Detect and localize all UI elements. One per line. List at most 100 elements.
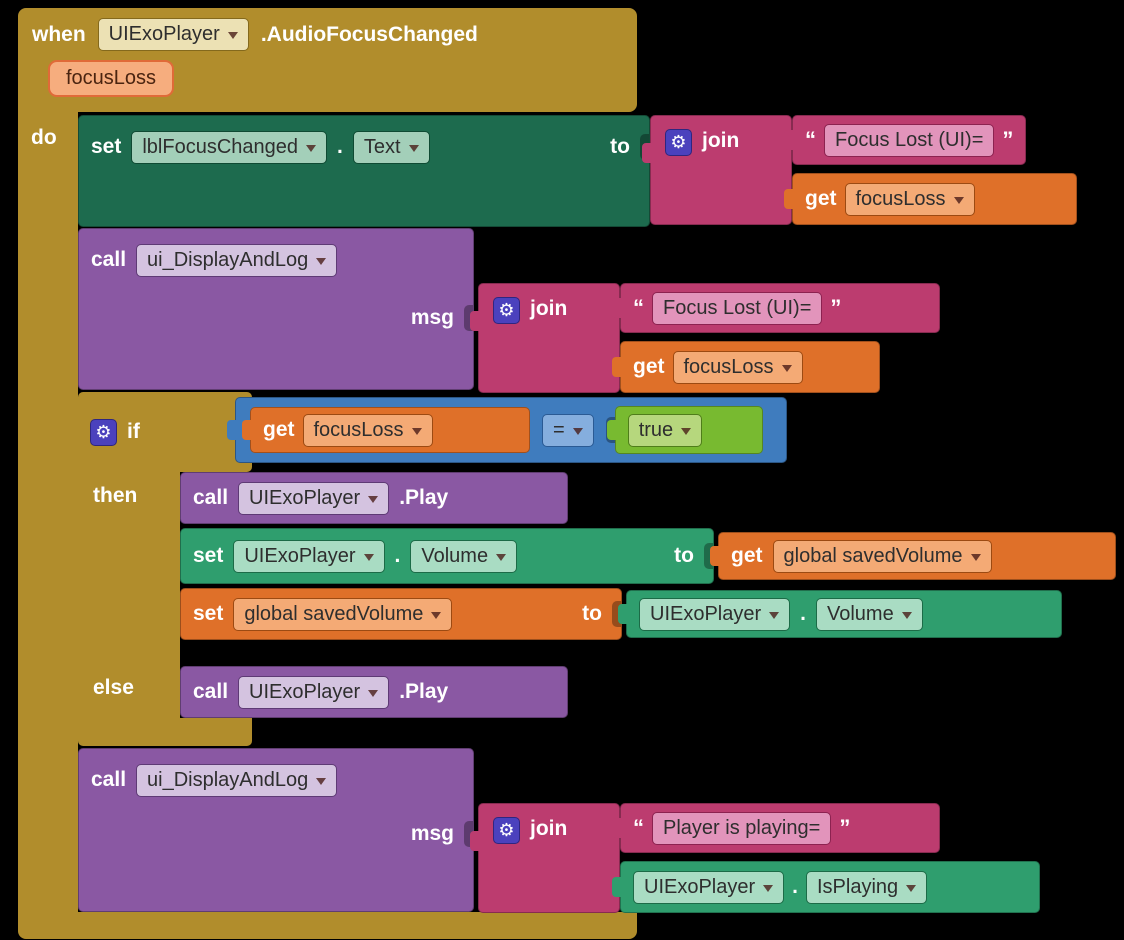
if-block-header[interactable]: ⚙ if bbox=[78, 392, 252, 472]
variable-dropdown[interactable]: focusLoss bbox=[844, 182, 975, 216]
event-param-chip[interactable]: focusLoss bbox=[48, 60, 175, 97]
procedure-dropdown[interactable]: ui_DisplayAndLog bbox=[136, 763, 338, 797]
set-lblfocuschanged-text-block[interactable]: set lblFocusChanged . Text to bbox=[78, 115, 650, 227]
component-dropdown[interactable]: UIExoPlayer bbox=[97, 18, 249, 51]
if-block-spine[interactable]: then else bbox=[78, 472, 180, 718]
msg-arg-label: msg bbox=[410, 822, 454, 845]
string-value-chip[interactable]: Focus Lost (UI)= bbox=[652, 291, 823, 325]
then-label: then bbox=[93, 484, 138, 507]
plug-connector bbox=[612, 298, 622, 318]
component-dropdown[interactable]: UIExoPlayer bbox=[233, 539, 385, 573]
join-block[interactable]: ⚙ join “ Focus Lost (UI)= ” get focusLos… bbox=[642, 115, 1077, 225]
call-component-method-block[interactable]: call UIExoPlayer .Play bbox=[180, 666, 568, 718]
set-keyword: set bbox=[91, 135, 122, 158]
component-property-getter-block[interactable]: UIExoPlayer . Volume bbox=[618, 590, 1062, 638]
call-component-method-block[interactable]: call UIExoPlayer .Play bbox=[180, 472, 568, 524]
get-variable-block[interactable]: get global savedVolume bbox=[710, 532, 1116, 580]
else-label: else bbox=[93, 676, 134, 699]
mutator-gear-icon[interactable]: ⚙ bbox=[493, 297, 520, 324]
get-variable-block[interactable]: get focusLoss bbox=[784, 173, 1077, 225]
method-name-label: .Play bbox=[399, 486, 449, 509]
plug-connector bbox=[227, 420, 237, 440]
dropdown-arrow-icon bbox=[769, 611, 780, 619]
set-variable-block[interactable]: set global savedVolume to bbox=[180, 588, 622, 640]
logic-value-dropdown[interactable]: true bbox=[627, 413, 703, 447]
variable-dropdown[interactable]: global savedVolume bbox=[772, 539, 992, 573]
dropdown-arrow-icon bbox=[368, 495, 379, 503]
dropdown-arrow-icon bbox=[906, 884, 917, 892]
text-string-block[interactable]: “ Player is playing= ” bbox=[612, 803, 940, 853]
variable-dropdown[interactable]: focusLoss bbox=[672, 350, 803, 384]
dropdown-arrow-icon bbox=[363, 553, 374, 561]
dropdown-arrow-icon bbox=[763, 884, 774, 892]
variable-dropdown[interactable]: global savedVolume bbox=[233, 597, 453, 631]
dropdown-arrow-icon bbox=[496, 553, 507, 561]
call-procedure-block[interactable]: call ui_DisplayAndLog msg bbox=[78, 748, 474, 912]
get-variable-block[interactable]: get focusLoss bbox=[242, 407, 530, 453]
operator-dropdown-value: = bbox=[553, 418, 565, 441]
property-dropdown-value: Volume bbox=[827, 602, 894, 625]
component-dropdown-value: UIExoPlayer bbox=[644, 875, 756, 898]
string-value-chip[interactable]: Focus Lost (UI)= bbox=[824, 123, 995, 157]
component-dropdown[interactable]: UIExoPlayer bbox=[633, 870, 785, 904]
string-value-chip[interactable]: Player is playing= bbox=[652, 811, 832, 845]
plug-connector bbox=[784, 189, 794, 209]
mutator-gear-icon[interactable]: ⚙ bbox=[665, 129, 692, 156]
dropdown-arrow-icon bbox=[411, 427, 422, 435]
dropdown-arrow-icon bbox=[431, 611, 442, 619]
when-event-block-header[interactable]: when UIExoPlayer .AudioFocusChanged focu… bbox=[18, 8, 637, 112]
dropdown-arrow-icon bbox=[970, 553, 981, 561]
variable-dropdown-value: global savedVolume bbox=[244, 602, 424, 625]
dropdown-arrow-icon bbox=[781, 364, 792, 372]
operator-dropdown[interactable]: = bbox=[542, 413, 594, 447]
plug-connector bbox=[612, 357, 622, 377]
dot-separator: . bbox=[792, 875, 798, 898]
join-keyword: join bbox=[702, 129, 740, 152]
do-label: do bbox=[31, 126, 57, 149]
property-dropdown[interactable]: IsPlaying bbox=[806, 870, 928, 904]
component-dropdown[interactable]: lblFocusChanged bbox=[131, 130, 328, 164]
join-block[interactable]: ⚙ join “ Player is playing= ” UIExoPlaye… bbox=[470, 803, 1040, 913]
text-string-block[interactable]: “ Focus Lost (UI)= ” bbox=[784, 115, 1027, 165]
when-block-do-spine[interactable]: do bbox=[18, 112, 78, 912]
dropdown-arrow-icon bbox=[572, 427, 583, 435]
property-dropdown[interactable]: Text bbox=[352, 130, 430, 164]
mutator-gear-icon[interactable]: ⚙ bbox=[90, 418, 117, 446]
component-dropdown[interactable]: UIExoPlayer bbox=[238, 675, 390, 709]
set-keyword: set bbox=[193, 602, 224, 625]
plug-connector bbox=[612, 818, 622, 838]
set-keyword: set bbox=[193, 544, 224, 567]
mutator-gear-icon[interactable]: ⚙ bbox=[493, 817, 520, 844]
if-block-foot[interactable] bbox=[78, 718, 252, 746]
when-block-foot[interactable] bbox=[18, 912, 637, 939]
call-procedure-block[interactable]: call ui_DisplayAndLog msg bbox=[78, 228, 474, 390]
variable-dropdown[interactable]: focusLoss bbox=[302, 413, 433, 447]
to-label: to bbox=[674, 544, 694, 567]
open-quote: “ bbox=[633, 815, 644, 840]
dropdown-arrow-icon bbox=[316, 257, 327, 265]
component-property-getter-block[interactable]: UIExoPlayer . IsPlaying bbox=[612, 861, 1040, 913]
join-block[interactable]: ⚙ join “ Focus Lost (UI)= ” get focusLos… bbox=[470, 283, 940, 393]
component-dropdown-value: lblFocusChanged bbox=[142, 135, 299, 158]
procedure-dropdown[interactable]: ui_DisplayAndLog bbox=[136, 243, 338, 277]
property-dropdown[interactable]: Volume bbox=[410, 539, 518, 573]
property-dropdown[interactable]: Volume bbox=[816, 597, 923, 631]
logic-value: true bbox=[638, 418, 674, 441]
set-component-property-block[interactable]: set UIExoPlayer . Volume to bbox=[180, 528, 714, 584]
component-dropdown-value: UIExoPlayer bbox=[244, 544, 356, 567]
dropdown-arrow-icon bbox=[408, 144, 419, 152]
get-variable-block[interactable]: get focusLoss bbox=[612, 341, 880, 393]
component-dropdown[interactable]: UIExoPlayer bbox=[639, 597, 791, 631]
dot-separator: . bbox=[394, 544, 401, 567]
component-dropdown-value: UIExoPlayer bbox=[650, 602, 762, 625]
equals-comparison-block[interactable]: get focusLoss = true bbox=[227, 397, 787, 463]
plug-connector bbox=[710, 546, 720, 566]
logic-true-block[interactable]: true bbox=[606, 406, 763, 454]
text-string-block[interactable]: “ Focus Lost (UI)= ” bbox=[612, 283, 940, 333]
dropdown-arrow-icon bbox=[306, 144, 317, 152]
call-keyword: call bbox=[91, 768, 127, 791]
property-dropdown-value: Text bbox=[363, 135, 401, 158]
component-dropdown[interactable]: UIExoPlayer bbox=[238, 481, 390, 515]
get-keyword: get bbox=[805, 187, 837, 210]
